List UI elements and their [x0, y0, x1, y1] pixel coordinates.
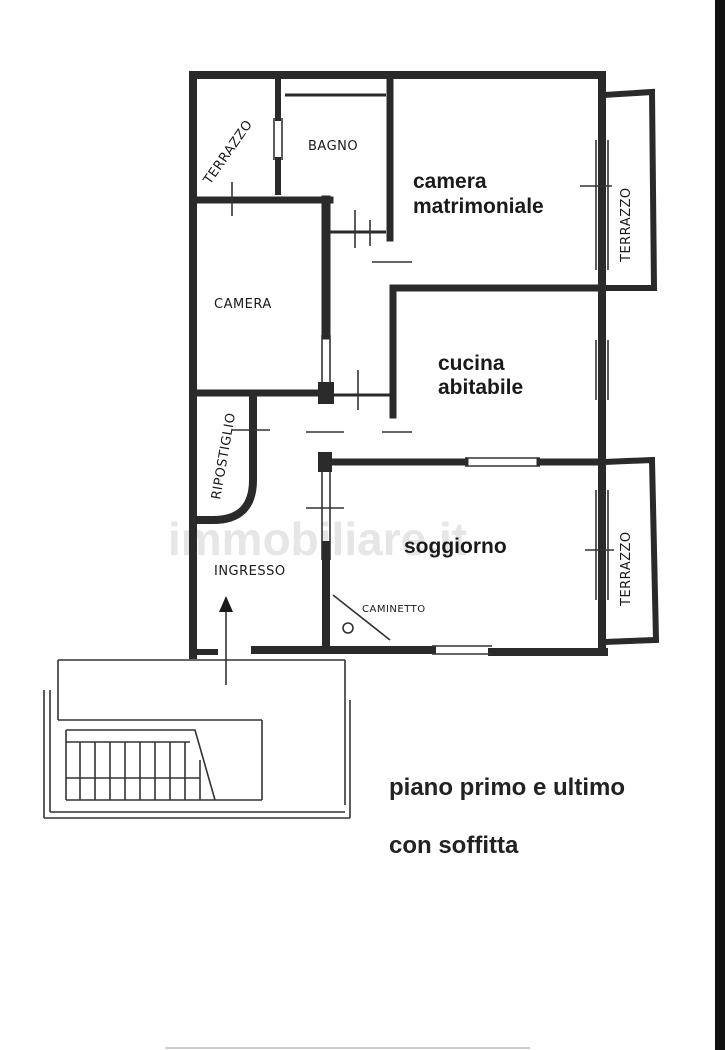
- room-label-camera-matrimoniale-2: matrimoniale: [413, 195, 544, 218]
- staircase: [43, 659, 351, 819]
- caption-line-1: piano primo e ultimo: [389, 774, 625, 801]
- terraces-right: [600, 88, 660, 646]
- interior-walls: [189, 72, 609, 654]
- room-label-bagno: BAGNO: [308, 139, 358, 154]
- room-label-terrazzo-top-left: TERRAZZO: [200, 118, 256, 189]
- room-label-terrazzo-right-top: TERRAZZO: [619, 187, 634, 263]
- room-label-ripostiglio: RIPOSTIGLIO: [209, 412, 239, 501]
- room-label-camera: CAMERA: [214, 297, 272, 312]
- caminetto: [332, 594, 391, 641]
- room-label-camera-matrimoniale-1: camera: [413, 170, 487, 193]
- scan-edge: [715, 0, 725, 1050]
- room-label-cucina-2: abitabile: [438, 376, 523, 399]
- outer-walls: [189, 71, 608, 659]
- room-label-terrazzo-right-bottom: TERRAZZO: [619, 531, 634, 607]
- room-label-cucina-1: cucina: [438, 352, 505, 375]
- room-label-ingresso: INGRESSO: [214, 564, 286, 579]
- room-label-caminetto: CAMINETTO: [362, 604, 426, 615]
- room-label-soggiorno: soggiorno: [404, 535, 507, 558]
- caption-line-2: con soffitta: [389, 832, 519, 859]
- entrance-arrow-icon: [219, 596, 233, 685]
- door-markers: [231, 182, 614, 551]
